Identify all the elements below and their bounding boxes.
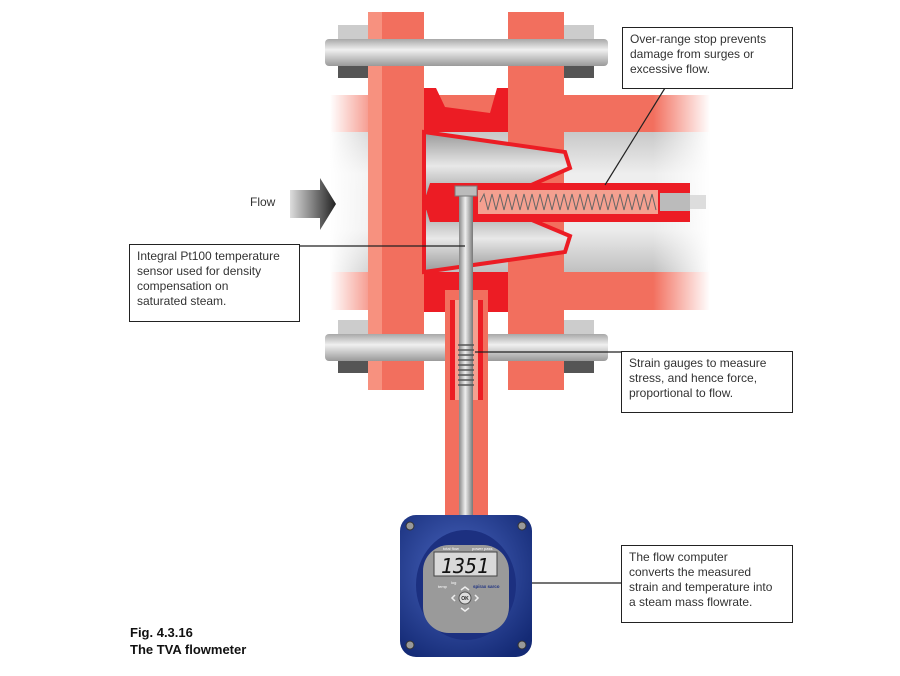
callout-text: Over-range stop prevents damage from sur…: [630, 32, 767, 76]
brand-logo: spirax sarco: [473, 584, 500, 589]
callout-text: Integral Pt100 temperature sensor used f…: [137, 249, 280, 308]
display-readout: 1351: [441, 554, 489, 578]
right-arrow-icon[interactable]: [474, 594, 480, 602]
display-label-log: log: [451, 580, 456, 585]
left-arrow-icon[interactable]: [450, 594, 456, 602]
flow-arrow-icon: [290, 178, 336, 230]
display-label-temp: temp: [438, 584, 448, 589]
callout-strain-gauges: Strain gauges to measure stress, and hen…: [621, 351, 793, 413]
callout-text: Strain gauges to measure stress, and hen…: [629, 356, 767, 400]
figure-title: The TVA flowmeter: [130, 642, 247, 657]
figure-number: Fig. 4.3.16: [130, 625, 193, 640]
callout-over-range-stop: Over-range stop prevents damage from sur…: [622, 27, 793, 89]
callout-flow-computer: The flow computer converts the measured …: [621, 545, 793, 623]
callout-pt100-sensor: Integral Pt100 temperature sensor used f…: [129, 244, 300, 322]
flow-label: Flow: [250, 195, 276, 209]
top-bolt: [325, 25, 608, 78]
leader-lines: [299, 87, 666, 584]
keypad[interactable]: OK: [450, 586, 480, 612]
up-arrow-icon[interactable]: [460, 586, 470, 591]
callout-text: The flow computer converts the measured …: [629, 550, 773, 609]
down-arrow-icon[interactable]: [460, 607, 470, 612]
figure-caption: Fig. 4.3.16 The TVA flowmeter: [130, 624, 246, 658]
ok-button[interactable]: OK: [461, 596, 469, 602]
flow-computer: [400, 515, 532, 657]
sensor-stem: [454, 185, 478, 515]
display-label-total: total flow: [443, 546, 459, 551]
display-label-power: power pass: [472, 546, 492, 551]
